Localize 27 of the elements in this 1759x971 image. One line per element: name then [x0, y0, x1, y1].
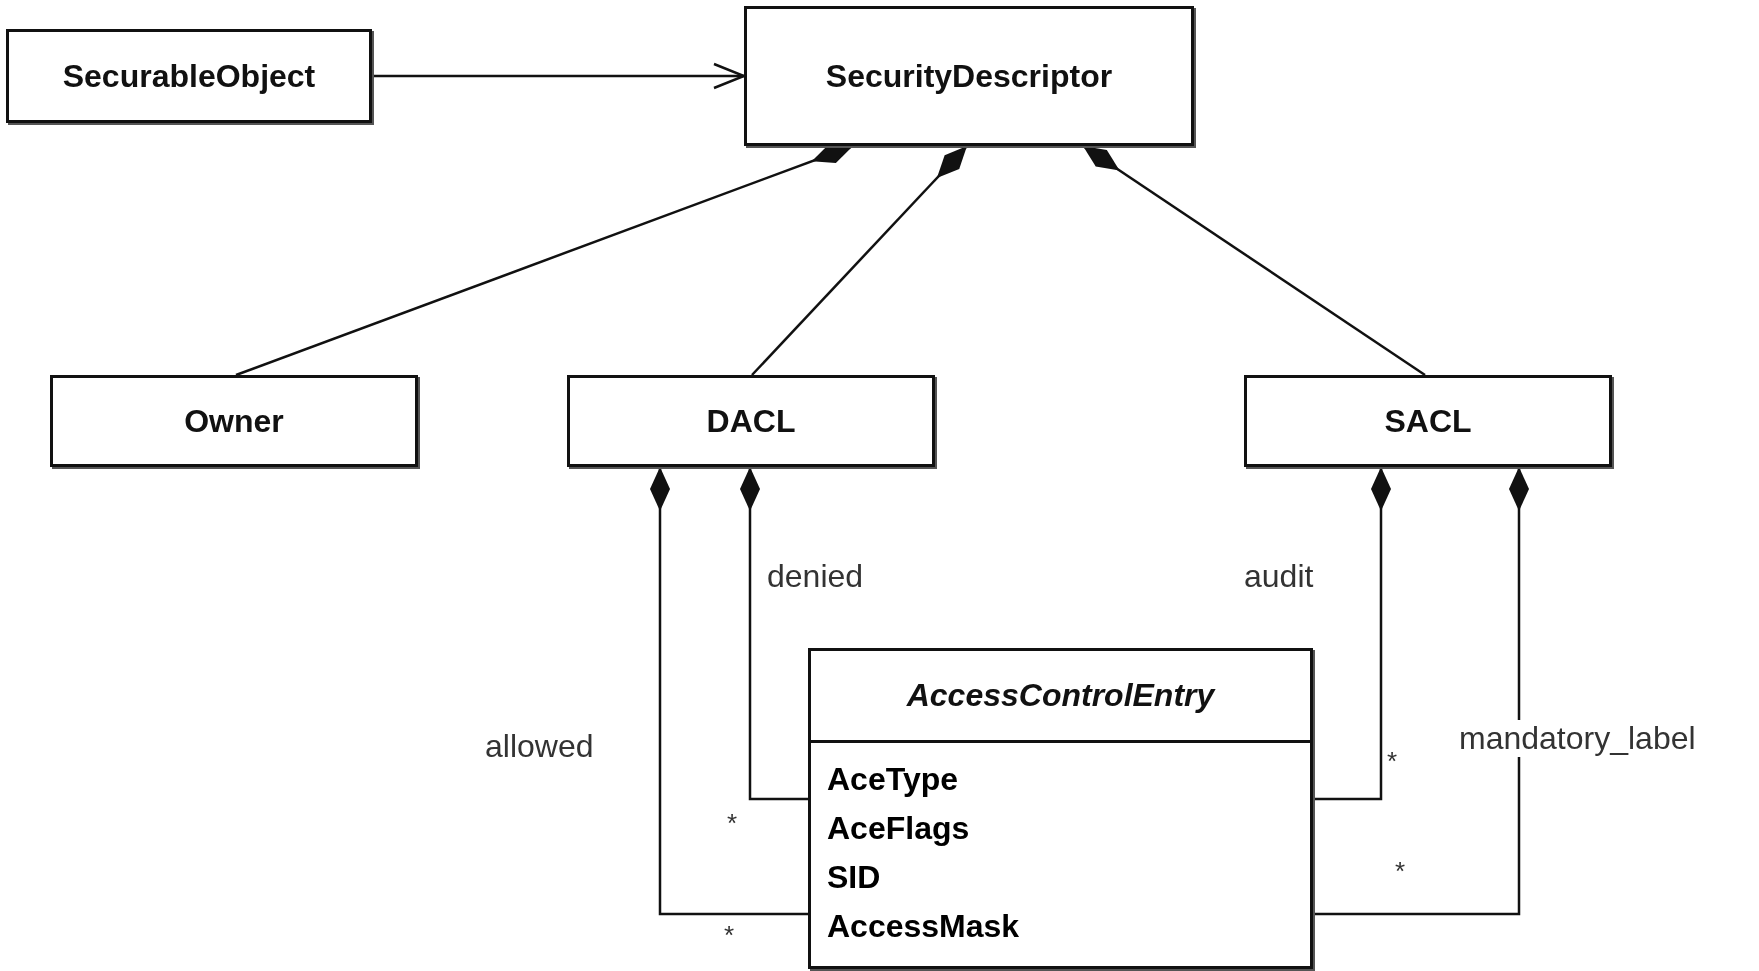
class-name: SACL [1384, 402, 1472, 440]
multiplicity-label: * [1395, 856, 1406, 887]
composition-line [1313, 467, 1529, 916]
attribute-name: AccessMask [827, 907, 1020, 946]
composition-line [740, 467, 808, 801]
class-box [6, 29, 372, 123]
class-box [808, 648, 1313, 969]
composition-line [650, 467, 808, 916]
class-name: SecurityDescriptor [825, 57, 1113, 95]
class-box [1244, 375, 1612, 467]
class-box [744, 6, 1194, 146]
role-label: mandatory_label [1459, 720, 1696, 757]
multiplicity-label: * [727, 808, 738, 839]
multiplicity-label: * [724, 920, 735, 951]
composition-line [1313, 467, 1391, 801]
attribute-name: SID [827, 858, 881, 897]
class-box [567, 375, 935, 467]
multiplicity-label: * [1387, 746, 1398, 777]
class-name: SecurableObject [62, 57, 316, 95]
class-name: AccessControlEntry [906, 677, 1215, 714]
attribute-name: AceType [827, 760, 958, 799]
class-name: DACL [706, 402, 796, 440]
attribute-name: AceFlags [827, 809, 970, 848]
class-name: Owner [184, 402, 284, 440]
association-arrow [372, 62, 746, 90]
composition-line [751, 145, 968, 376]
class-box [50, 375, 418, 467]
